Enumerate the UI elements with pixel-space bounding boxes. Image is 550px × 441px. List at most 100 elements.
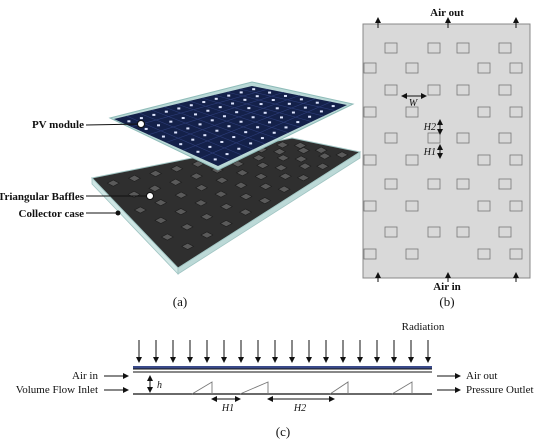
baffle-square (477, 154, 491, 166)
baffle-square (427, 178, 441, 190)
baffle-square (509, 248, 523, 260)
baffle (254, 173, 268, 181)
radiation-arrows (136, 340, 431, 363)
panel-c: Radiation h H1 H2 Air in Volume Flow Inl… (16, 321, 534, 439)
pv-cell-glint (164, 110, 168, 113)
h2-label: H2 (423, 122, 436, 133)
pv-cell-glint (252, 88, 256, 91)
radiation-label: Radiation (402, 321, 445, 333)
baffle-square (509, 200, 523, 212)
baffle-square (498, 226, 512, 238)
pv-cell-glint (259, 103, 263, 106)
baffle-square (405, 200, 419, 212)
pv-cell-glint (227, 94, 231, 97)
pv-cell-glint (296, 121, 300, 124)
pv-cell-glint (239, 91, 243, 94)
h-label: h (157, 380, 162, 391)
collector-callout-dot (115, 210, 121, 216)
absorber-top-stripe (133, 366, 432, 369)
baffle (298, 162, 312, 170)
triangle-baffle (329, 381, 349, 395)
baffle-square (456, 84, 470, 96)
panel-a: PV module Triangular Baffles Collector c… (0, 81, 362, 309)
pv-cell-glint (287, 102, 291, 105)
baffle (318, 152, 332, 160)
pv-cell-glint (235, 111, 239, 114)
baffle-grid (106, 141, 349, 250)
collector-case (91, 137, 362, 275)
panel-b: Air out Air in W H2 H1 (b) (362, 7, 531, 309)
pv-cell-glint (177, 107, 181, 110)
pv-cell-glint (157, 124, 161, 127)
baffle (195, 184, 209, 192)
baffle-profile (191, 381, 413, 395)
baffle (275, 141, 289, 149)
caption-b: (b) (439, 294, 454, 309)
pv-cell-glint (144, 127, 148, 130)
pv-cell-glint (237, 147, 241, 150)
pv-cell-glint (256, 126, 260, 129)
triangle-baffle (391, 381, 413, 395)
pv-cell-glint (279, 116, 283, 119)
baffle (180, 223, 194, 231)
pv-cell-glint (196, 150, 200, 153)
pv-cell-glint (243, 98, 247, 101)
pv-cell-glint (268, 91, 272, 94)
baffles-callout-dot (146, 192, 154, 200)
pv-cell-glint (227, 125, 231, 128)
baffle (170, 165, 184, 173)
baffle (274, 164, 288, 172)
caption-a: (a) (173, 294, 187, 309)
baffle (294, 155, 308, 163)
pv-cell-gridline (183, 98, 316, 151)
pv-cell-glint (139, 117, 143, 120)
baffle (296, 174, 310, 182)
pv-cell-glint (291, 111, 295, 114)
pv-cell-glint (319, 110, 323, 113)
pv-cell-glint (271, 99, 275, 102)
baffle-square (384, 84, 398, 96)
pv-cell-gridline (200, 101, 332, 159)
baffle-square (498, 132, 512, 144)
baffle-square (456, 178, 470, 190)
baffle (231, 160, 245, 168)
baffle (160, 233, 174, 241)
baffle-square (509, 154, 523, 166)
pv-cell-glint (222, 115, 226, 118)
baffle (215, 176, 229, 184)
baffle (154, 199, 168, 207)
pv-cell-glint (152, 113, 156, 116)
baffle (148, 184, 162, 192)
baffle-square (477, 200, 491, 212)
baffle-square (405, 106, 419, 118)
pv-cell-glint (275, 107, 279, 110)
baffle (133, 206, 147, 214)
pv-cell-glint (260, 137, 264, 140)
baffle-square (384, 178, 398, 190)
baffle-square (405, 154, 419, 166)
baffle-square (405, 248, 419, 260)
baffle (278, 172, 292, 180)
baffle (258, 197, 272, 205)
baffle (239, 208, 253, 216)
outlet-label-bottom: Pressure Outlet (466, 384, 534, 396)
absorber-plate (362, 23, 531, 279)
baffle-layout (363, 42, 523, 260)
baffle (256, 161, 270, 169)
pv-cell-glint (315, 101, 319, 104)
baffle (189, 172, 203, 180)
h1-label: H1 (423, 147, 436, 158)
baffle (106, 179, 120, 187)
pv-cell-glint (218, 106, 222, 109)
baffle (293, 142, 307, 150)
baffle (235, 169, 249, 177)
baffle-square (498, 178, 512, 190)
baffles-label: Triangular Baffles (0, 191, 85, 203)
baffle (273, 148, 287, 156)
pv-cell-glint (215, 129, 219, 132)
baffle (169, 178, 183, 186)
pv-cell-glint (284, 126, 288, 129)
pv-cell-glint (232, 136, 236, 139)
